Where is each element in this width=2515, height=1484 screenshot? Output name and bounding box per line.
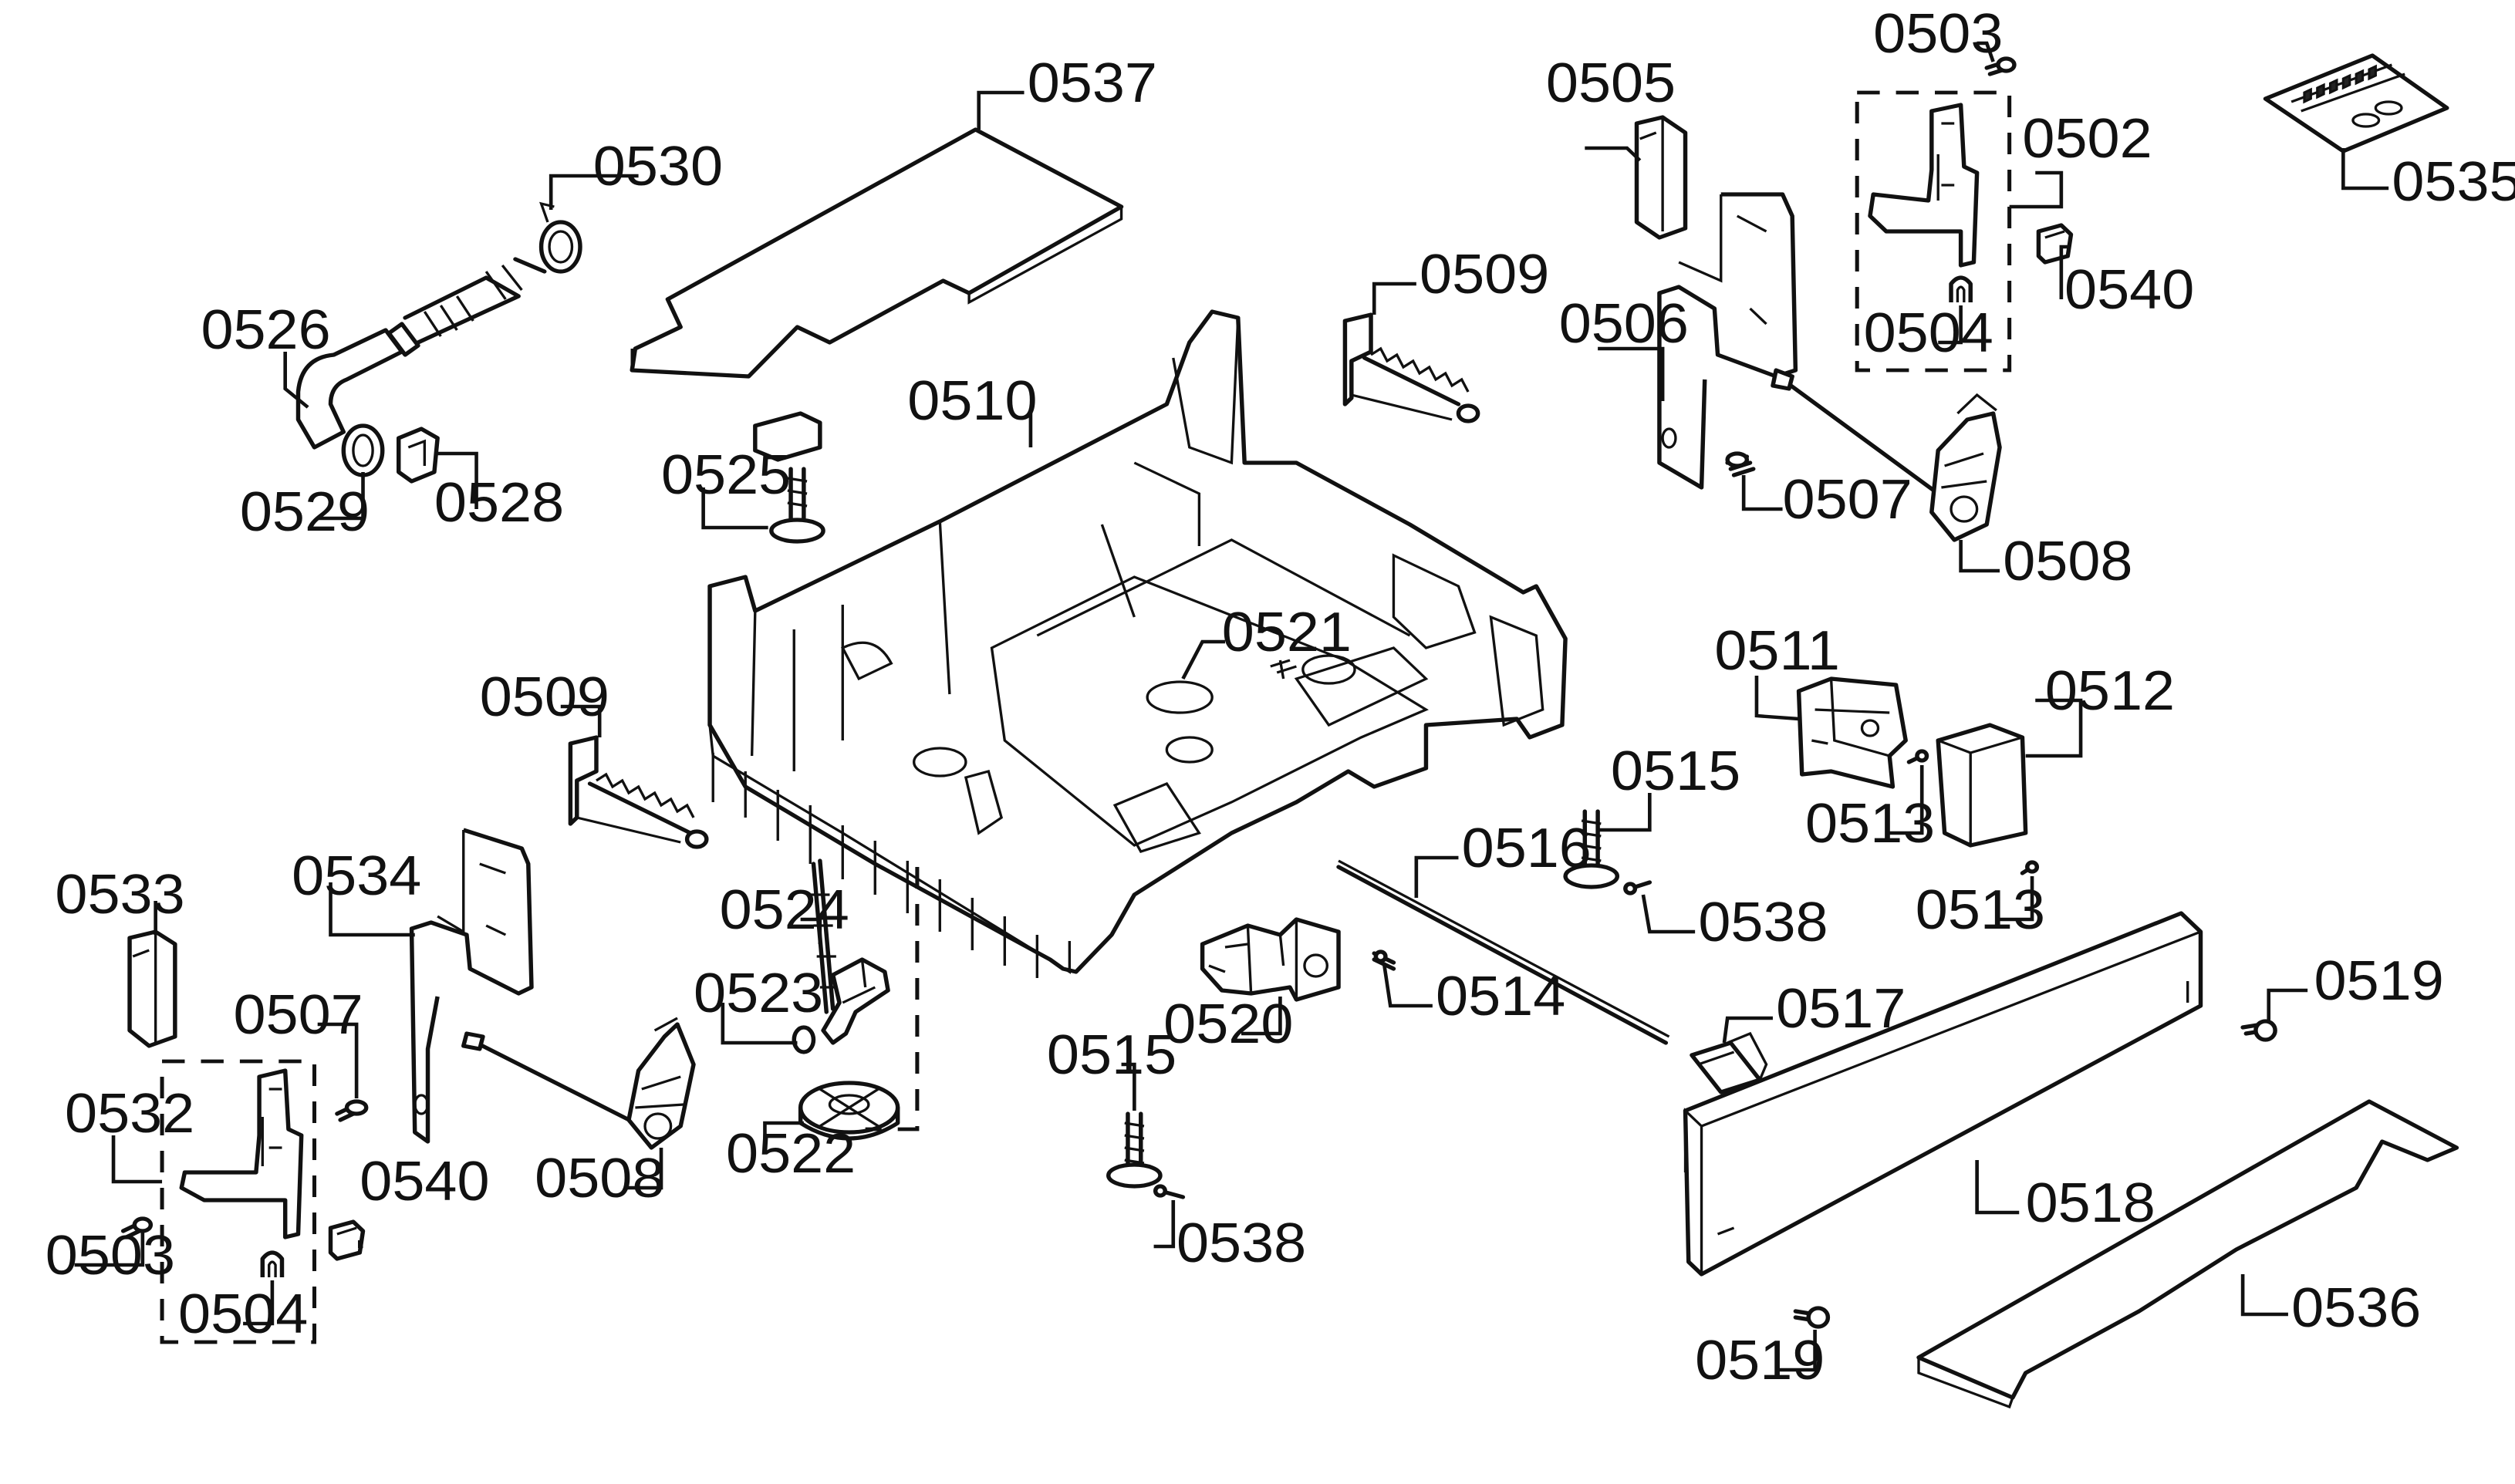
callout-0525: 0525 bbox=[661, 444, 791, 506]
part-0533-cover[interactable] bbox=[127, 929, 177, 1048]
part-0523-float-switch[interactable] bbox=[792, 957, 890, 1054]
part-0504-clip-top[interactable] bbox=[1949, 275, 1973, 302]
callout-0537: 0537 bbox=[1028, 52, 1157, 114]
part-0502-hinge-kit-box[interactable] bbox=[1855, 90, 2012, 373]
part-0515-leveling-leg-right[interactable] bbox=[1563, 809, 1620, 889]
part-0511-terminal-block[interactable] bbox=[1796, 676, 1908, 789]
callout-0518: 0518 bbox=[2026, 1172, 2155, 1234]
callout-0528: 0528 bbox=[434, 471, 564, 534]
callout-0515-bottom: 0515 bbox=[1047, 1024, 1176, 1086]
part-0538-screw-right[interactable] bbox=[1623, 880, 1652, 895]
callout-0512: 0512 bbox=[2045, 659, 2175, 722]
callout-0534: 0534 bbox=[292, 845, 421, 907]
part-0512-terminal-cover[interactable] bbox=[1936, 723, 2028, 848]
part-0530-hose-clamp[interactable] bbox=[538, 201, 582, 274]
part-0516-rod[interactable] bbox=[1336, 859, 1670, 1045]
part-0534-bracket-plate[interactable] bbox=[409, 828, 534, 1144]
callout-0505: 0505 bbox=[1546, 52, 1676, 114]
part-0532-hinge-bracket[interactable] bbox=[179, 1068, 304, 1239]
callout-0529: 0529 bbox=[240, 481, 370, 543]
part-0532-hinge-kit-box[interactable] bbox=[160, 1059, 317, 1344]
callout-0519-top: 0519 bbox=[2314, 949, 2444, 1012]
part-0514-screw[interactable] bbox=[1372, 949, 1396, 971]
part-0521-screw[interactable] bbox=[1270, 659, 1297, 680]
callout-0504-left: 0504 bbox=[178, 1283, 308, 1345]
part-0503-screw-top[interactable] bbox=[1984, 56, 2017, 76]
callout-0509-left: 0509 bbox=[480, 666, 609, 728]
callout-0515-right: 0515 bbox=[1611, 740, 1740, 802]
callout-0540-top: 0540 bbox=[2064, 258, 2194, 321]
callout-0510: 0510 bbox=[907, 369, 1037, 432]
callout-0535: 0535 bbox=[2392, 150, 2515, 213]
callout-0517: 0517 bbox=[1776, 977, 1906, 1040]
callout-0520: 0520 bbox=[1163, 993, 1293, 1055]
callout-0503-left: 0503 bbox=[46, 1224, 175, 1287]
callout-0523: 0523 bbox=[694, 962, 823, 1024]
callout-0508-right: 0508 bbox=[2003, 530, 2132, 592]
callout-0532: 0532 bbox=[65, 1082, 194, 1145]
callout-0526: 0526 bbox=[201, 298, 330, 361]
callout-0513-a: 0513 bbox=[1805, 792, 1935, 855]
callout-0504-top: 0504 bbox=[1864, 302, 1993, 364]
callout-labels: 0537 0530 0526 0529 0528 0525 0510 0509 … bbox=[46, 2, 2515, 1391]
callout-0516: 0516 bbox=[1462, 817, 1592, 879]
callout-0509-top: 0509 bbox=[1420, 243, 1549, 305]
part-0508-hinge-actuator-left[interactable] bbox=[461, 1017, 696, 1150]
part-0529-hose-clamp[interactable] bbox=[341, 423, 385, 477]
part-0510-float-link bbox=[865, 867, 920, 1132]
callout-0522: 0522 bbox=[726, 1122, 856, 1185]
part-0503-screw-left[interactable] bbox=[120, 1216, 154, 1239]
part-0540-clip-left[interactable] bbox=[328, 1219, 366, 1261]
part-0519-screw-top[interactable] bbox=[2240, 1019, 2277, 1042]
callout-0508-left: 0508 bbox=[535, 1147, 664, 1209]
callout-0502: 0502 bbox=[2022, 107, 2152, 170]
part-0538-screw-bottom[interactable] bbox=[1153, 1184, 1186, 1199]
callout-0521: 0521 bbox=[1222, 601, 1352, 663]
part-0513-screw-a[interactable] bbox=[1906, 749, 1929, 764]
leader-lines bbox=[74, 41, 2389, 1372]
part-0522-float[interactable] bbox=[798, 1081, 900, 1141]
part-0536-base-plate[interactable] bbox=[1916, 1099, 2459, 1409]
part-0518-kick-panel[interactable] bbox=[1683, 911, 2203, 1277]
part-0537-cover-panel[interactable] bbox=[630, 127, 1124, 379]
callout-0533: 0533 bbox=[55, 863, 184, 926]
part-0519-screw-bottom[interactable] bbox=[1793, 1306, 1831, 1329]
callout-0536: 0536 bbox=[2291, 1277, 2421, 1339]
part-0509-spring-bracket-right[interactable] bbox=[1342, 312, 1480, 423]
callout-0507-left: 0507 bbox=[233, 983, 363, 1046]
callout-0538-bottom: 0538 bbox=[1176, 1212, 1306, 1274]
part-0506-bracket-plate[interactable] bbox=[1657, 192, 1798, 490]
part-0513-screw-b[interactable] bbox=[2020, 860, 2040, 875]
callout-0503-top: 0503 bbox=[1873, 2, 2003, 65]
callout-0530: 0530 bbox=[593, 135, 723, 197]
part-0528-clip[interactable] bbox=[396, 427, 440, 484]
callout-0538-right: 0538 bbox=[1698, 891, 1828, 953]
callout-0506: 0506 bbox=[1559, 292, 1689, 355]
part-0520-inlet-valve[interactable] bbox=[1200, 917, 1341, 1002]
part-0507-screw-left[interactable] bbox=[335, 1099, 369, 1122]
callout-0507-right: 0507 bbox=[1783, 468, 1912, 531]
part-0504-clip-left[interactable] bbox=[260, 1250, 285, 1277]
part-0515-leveling-leg-bottom[interactable] bbox=[1106, 1111, 1163, 1189]
part-0525-leveling-foot[interactable] bbox=[753, 411, 825, 544]
callout-0519-bottom: 0519 bbox=[1695, 1329, 1825, 1391]
part-0502-hinge-bracket[interactable] bbox=[1868, 103, 1980, 268]
callout-0513-b: 0513 bbox=[1916, 879, 2045, 941]
part-0510-base-tub[interactable] bbox=[707, 309, 1568, 978]
part-0526-drain-hose[interactable] bbox=[295, 257, 547, 450]
part-0508-hinge-actuator-right[interactable] bbox=[1771, 368, 2002, 542]
callout-0524: 0524 bbox=[720, 879, 849, 941]
part-0535-hardware-bag[interactable] bbox=[2263, 53, 2449, 153]
callout-0540-left: 0540 bbox=[360, 1150, 489, 1212]
part-0509-spring-bracket-left[interactable] bbox=[568, 735, 709, 849]
part-0505-cover[interactable] bbox=[1634, 115, 1688, 240]
part-0540-clip-top[interactable] bbox=[2036, 223, 2074, 265]
part-0507-screw-right[interactable] bbox=[1725, 451, 1756, 477]
callout-0514: 0514 bbox=[1436, 965, 1565, 1027]
callout-0511: 0511 bbox=[1714, 619, 1840, 682]
